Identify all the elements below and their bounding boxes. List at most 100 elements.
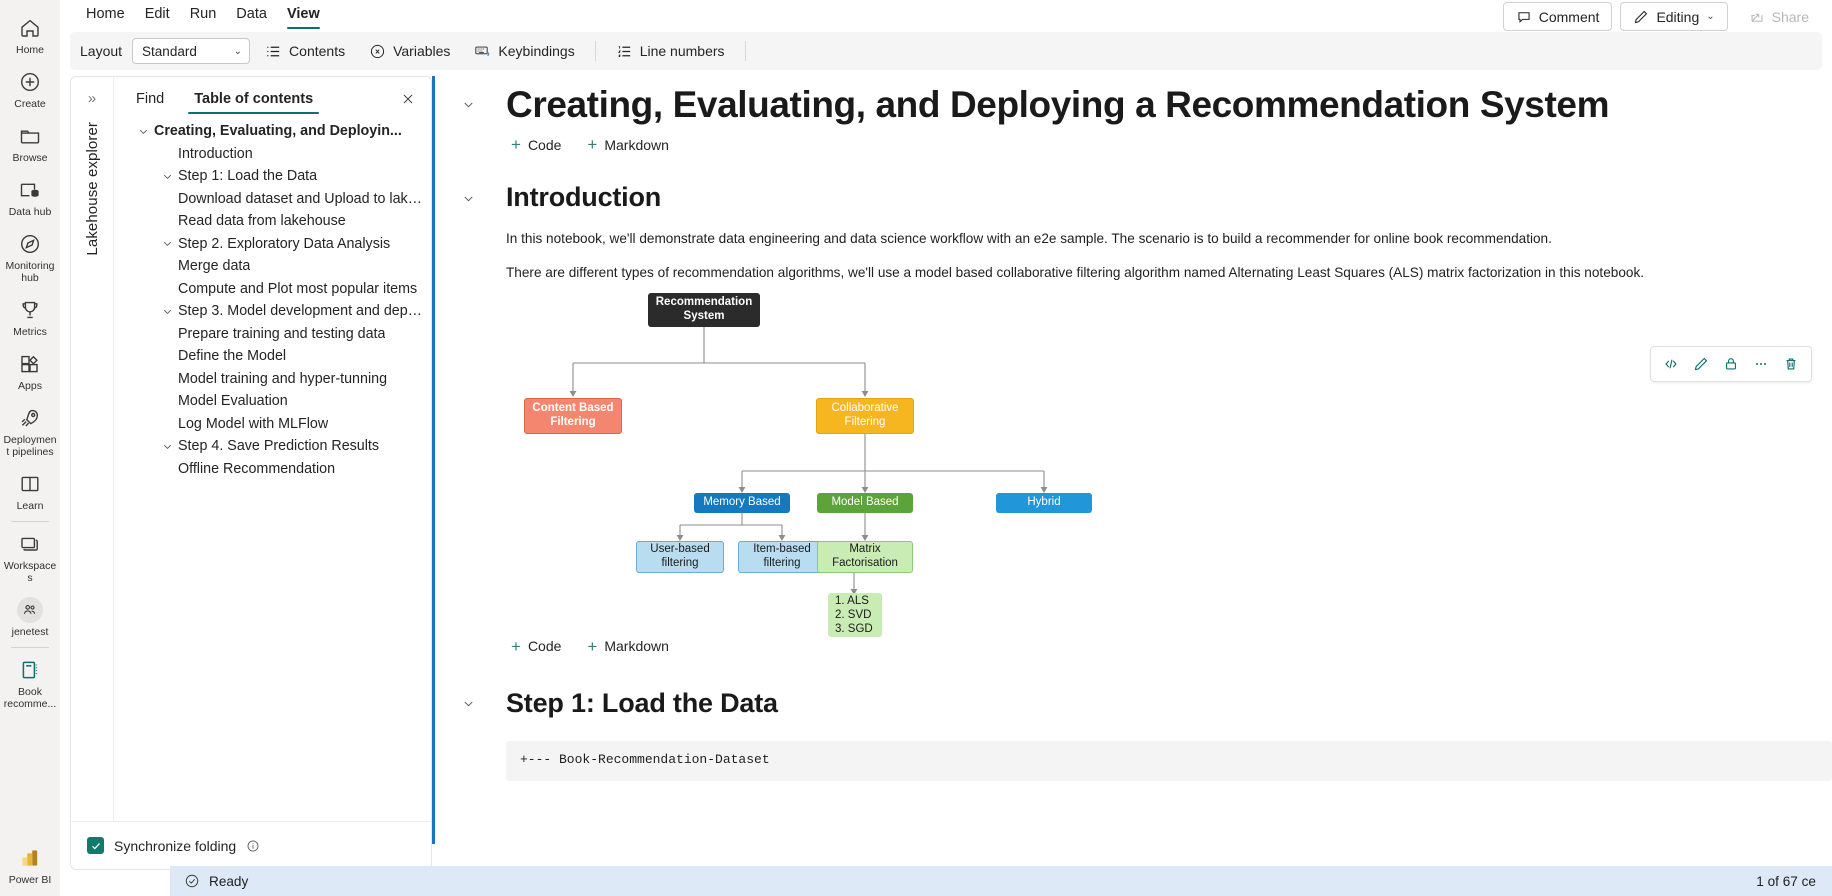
main-area: Home Edit Run Data View Comment Editing … [60,0,1832,896]
rail-item-workspaces[interactable]: Workspaces [0,524,60,590]
cell-count-status: 1 of 67 ce [1756,873,1816,889]
rail-item-deployment-pipelines[interactable]: Deployment pipelines [0,398,60,464]
toc-item-offline-recommendation[interactable]: Offline Recommendation [114,458,431,481]
rail-item-metrics[interactable]: Metrics [0,290,60,344]
trash-delete-icon[interactable] [1777,351,1805,377]
table-of-contents-panel: » Lakehouse explorer Find Table of conte… [70,76,432,870]
contents-toggle[interactable]: Contents [256,37,354,65]
tab-data[interactable]: Data [236,6,267,22]
tab-view[interactable]: View [277,3,330,29]
toc-item-root[interactable]: Creating, Evaluating, and Deployin... [114,120,431,143]
chevron-down-icon[interactable] [132,125,154,138]
comment-button-label: Comment [1538,8,1600,25]
close-icon[interactable] [397,88,419,110]
pencil-edit-icon[interactable] [1687,351,1715,377]
tab-find[interactable]: Find [136,91,165,107]
toc-item-download-dataset[interactable]: Download dataset and Upload to lakeh... [114,188,431,211]
diagram-node-user-based-filtering: User-based filtering [636,540,724,573]
tab-edit[interactable]: Edit [144,6,170,22]
active-cell-indicator [432,76,435,844]
toc-item-compute-plot[interactable]: Compute and Plot most popular items [114,278,431,301]
command-divider-2 [744,41,746,61]
rail-label: Power BI [8,874,52,886]
code-brackets-icon[interactable] [1657,351,1685,377]
chevron-down-icon[interactable] [156,237,178,250]
folder-icon [17,123,43,149]
toc-item-define-model[interactable]: Define the Model [114,345,431,368]
rail-item-monitoring-hub[interactable]: Monitoring hub [0,224,60,290]
rail-item-home[interactable]: Home [0,8,60,62]
diagram-node-model-based: Model Based [817,492,913,513]
toc-item-label: Step 2. Exploratory Data Analysis [178,235,391,252]
toc-item-step-4[interactable]: Step 4. Save Prediction Results [114,435,431,458]
rail-item-learn[interactable]: Learn [0,464,60,518]
tab-run[interactable]: Run [189,6,217,22]
toc-item-introduction[interactable]: Introduction [114,143,431,166]
chevron-down-icon[interactable] [456,186,480,210]
variables-toggle[interactable]: Variables [360,37,459,65]
rail-item-create[interactable]: Create [0,62,60,116]
add-code-button[interactable]: + Code [506,635,566,658]
comment-button[interactable]: Comment [1502,2,1613,31]
add-markdown-button[interactable]: + Markdown [582,635,674,658]
page-title: Creating, Evaluating, and Deploying a Re… [506,84,1610,125]
add-markdown-button[interactable]: + Markdown [582,133,674,156]
chevron-double-right-icon[interactable]: » [87,90,97,107]
add-code-label: Code [527,638,562,655]
chevron-down-icon[interactable] [156,170,178,183]
toc-item-merge-data[interactable]: Merge data [114,255,431,278]
diagram-node-label: Model Based [831,496,899,509]
chevron-down-icon[interactable] [456,692,480,716]
add-markdown-label: Markdown [604,136,669,153]
toc-item-list: Creating, Evaluating, and Deployin... In… [114,116,431,821]
keyboard-icon [474,43,491,60]
toc-item-read-data[interactable]: Read data from lakehouse [114,210,431,233]
pencil-edit-icon [1633,9,1649,25]
toc-item-model-evaluation[interactable]: Model Evaluation [114,390,431,413]
toc-item-step-1[interactable]: Step 1: Load the Data [114,165,431,188]
chevron-down-icon[interactable] [156,440,178,453]
rail-item-apps[interactable]: Apps [0,344,60,398]
notebook-icon [17,657,43,683]
toc-item-log-model-mlflow[interactable]: Log Model with MLFlow [114,413,431,436]
toc-item-step-2[interactable]: Step 2. Exploratory Data Analysis [114,233,431,256]
diagram-node-label: Matrix Factorisation [832,543,898,569]
toc-main: Find Table of contents Creating, Evaluat… [114,77,431,821]
toc-item-label: Step 3. Model development and deploy [178,303,425,320]
compass-icon [17,231,43,257]
toc-item-label: Model training and hyper-tunning [178,370,388,387]
rail-item-jenetest[interactable]: jenetest [0,590,60,644]
intro-paragraph-1: In this notebook, we'll demonstrate data… [506,231,1552,247]
editing-mode-button[interactable]: Editing ⌄ [1620,2,1728,31]
code-cell[interactable]: +--- Book-Recommendation-Dataset [506,740,1832,781]
rail-item-book-recommendation[interactable]: Book recomme... [0,650,60,716]
tab-home[interactable]: Home [86,6,125,22]
toc-item-model-training[interactable]: Model training and hyper-tunning [114,368,431,391]
rocket-icon [17,405,43,431]
synchronize-folding-checkbox[interactable] [87,837,104,854]
chevron-down-icon[interactable] [156,305,178,318]
add-code-button[interactable]: + Code [506,133,566,156]
lakehouse-explorer-label[interactable]: Lakehouse explorer [83,122,101,256]
toc-item-prepare-training[interactable]: Prepare training and testing data [114,323,431,346]
rail-item-browse[interactable]: Browse [0,116,60,170]
toc-item-step-3[interactable]: Step 3. Model development and deploy [114,300,431,323]
rail-item-data-hub[interactable]: Data hub [0,170,60,224]
tab-table-of-contents[interactable]: Table of contents [188,89,320,116]
line-numbers-toggle[interactable]: Line numbers [607,37,734,65]
toc-item-label: Log Model with MLFlow [178,415,329,432]
diagram-node-algorithms-list: 1. ALS 2. SVD 3. SGD [828,592,882,637]
chevron-down-icon[interactable] [456,92,480,116]
lock-icon[interactable] [1717,351,1745,377]
rail-label: Book recomme... [3,686,57,710]
keybindings-toggle[interactable]: Keybindings [465,37,583,65]
share-icon [1749,9,1765,25]
rail-item-power-bi[interactable]: Power BI [0,838,60,892]
toc-item-label: Define the Model [178,348,287,365]
layout-select[interactable]: Standard ⌄ [132,38,251,64]
info-icon[interactable] [246,839,260,853]
more-ellipsis-icon[interactable] [1747,351,1775,377]
status-text: Ready [209,873,249,889]
recommendation-system-diagram: Recommendation System Content Based Filt… [506,292,1126,637]
rail-label: Deployment pipelines [3,434,57,458]
